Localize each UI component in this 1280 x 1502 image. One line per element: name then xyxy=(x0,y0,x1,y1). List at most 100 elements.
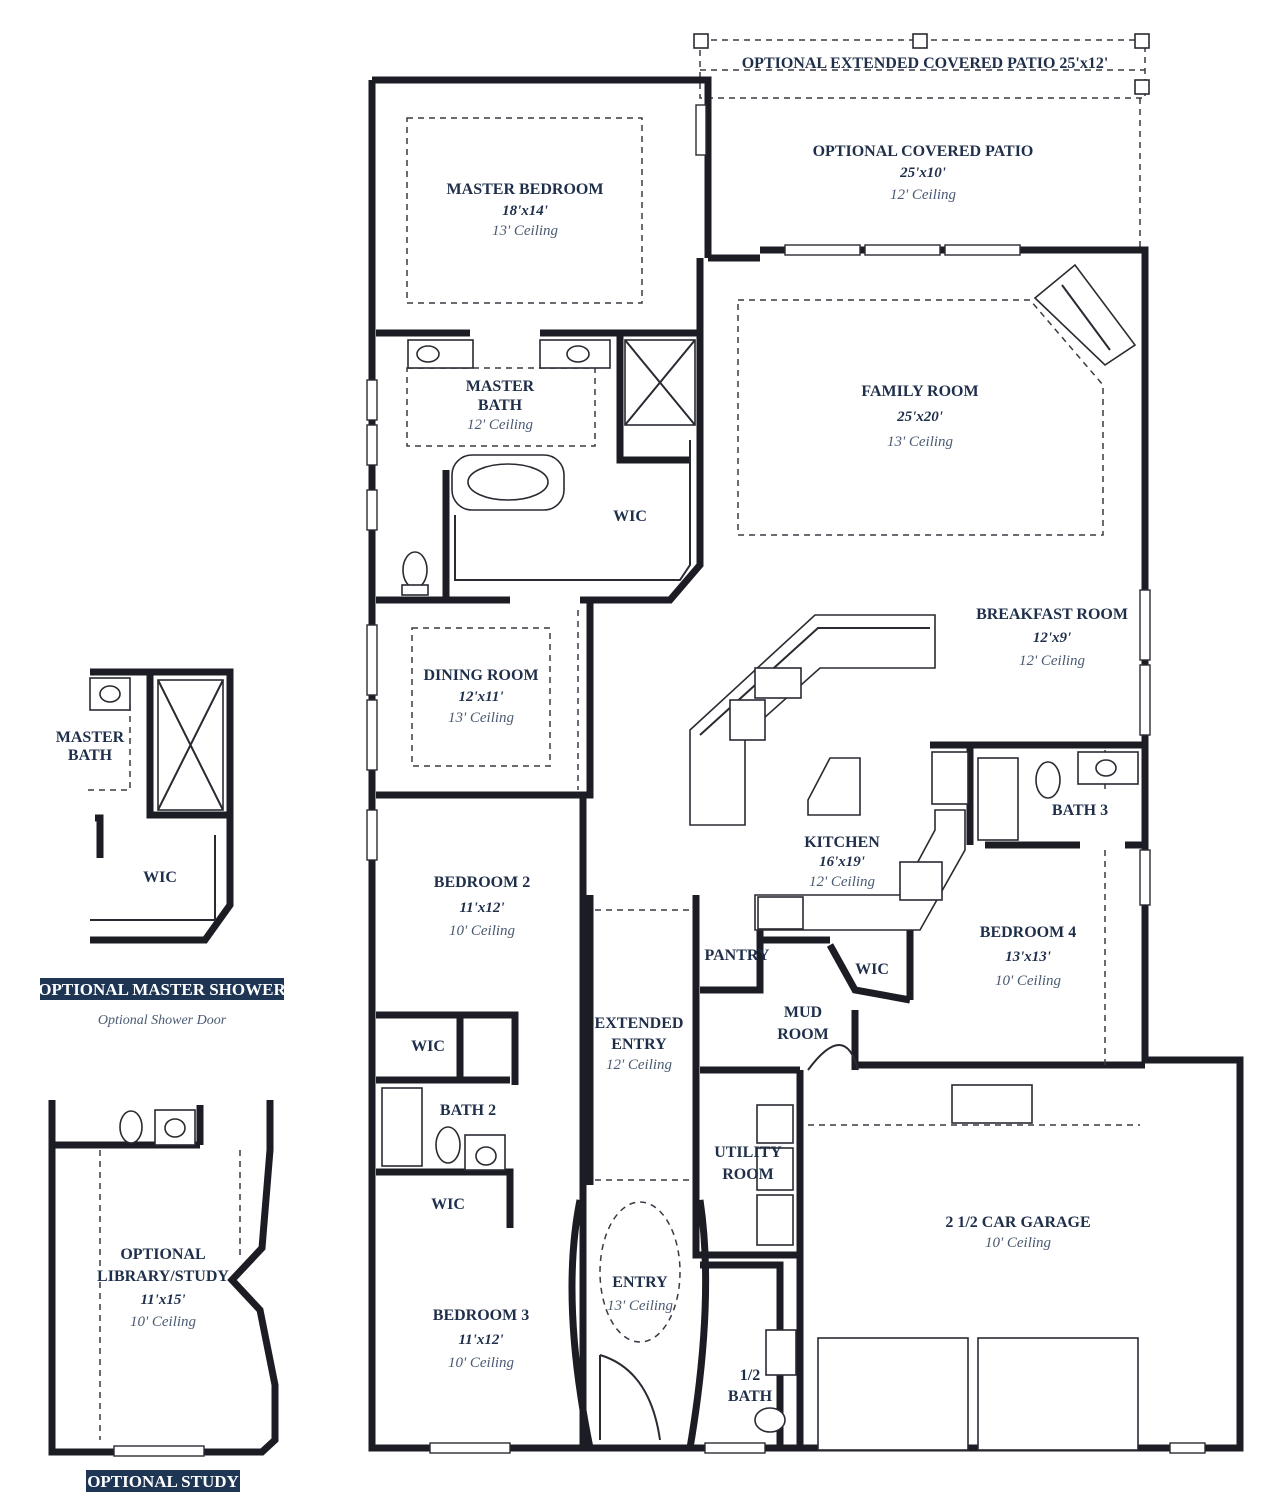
svg-text:ROOM: ROOM xyxy=(777,1026,829,1043)
svg-text:2 1/2 CAR GARAGE: 2 1/2 CAR GARAGE xyxy=(945,1214,1090,1231)
toilet-icon xyxy=(435,1126,461,1164)
svg-text:BEDROOM 3: BEDROOM 3 xyxy=(433,1307,529,1324)
room-pantry: PANTRY xyxy=(705,947,770,964)
shower-master-bath-label: BATH xyxy=(68,747,113,764)
svg-text:13'x13': 13'x13' xyxy=(1005,949,1051,965)
room-bath2: BATH 2 xyxy=(440,1102,496,1119)
bath3-fixtures xyxy=(977,751,1139,841)
shower-master-bath-label: MASTER xyxy=(56,729,125,746)
svg-text:1/2: 1/2 xyxy=(740,1367,760,1384)
room-wic-bedroom3: WIC xyxy=(431,1196,465,1213)
svg-text:BATH: BATH xyxy=(728,1388,773,1405)
svg-text:10' Ceiling: 10' Ceiling xyxy=(449,923,516,939)
sink-icon xyxy=(1077,751,1139,785)
study-dims: 11'x15' xyxy=(140,1292,185,1308)
room-master-bath: MASTER BATH 12' Ceiling xyxy=(466,378,535,433)
svg-text:13' Ceiling: 13' Ceiling xyxy=(492,223,559,239)
label-extended-patio: OPTIONAL EXTENDED COVERED PATIO 25'x12' xyxy=(742,55,1109,72)
post-icon xyxy=(1134,33,1150,49)
room-kitchen: KITCHEN 16'x19' 12' Ceiling xyxy=(804,834,880,890)
toilet-icon xyxy=(401,551,429,596)
svg-text:10' Ceiling: 10' Ceiling xyxy=(985,1235,1052,1251)
svg-text:12'x11': 12'x11' xyxy=(458,689,503,705)
exterior-walls xyxy=(368,76,1244,1452)
room-family-room: FAMILY ROOM 25'x20' 13' Ceiling xyxy=(861,383,978,450)
room-bedroom2: BEDROOM 2 11'x12' 10' Ceiling xyxy=(434,874,530,939)
svg-text:ENTRY: ENTRY xyxy=(611,1036,667,1053)
water-heater-icon xyxy=(951,1084,1033,1124)
study-name: OPTIONAL xyxy=(120,1246,205,1263)
room-wic-bedroom4: WIC xyxy=(855,961,889,978)
ceiling-outlines xyxy=(406,117,1140,1343)
post-icon xyxy=(693,33,709,49)
toilet-icon xyxy=(119,1110,143,1144)
svg-text:BEDROOM 2: BEDROOM 2 xyxy=(434,874,530,891)
svg-text:FAMILY ROOM: FAMILY ROOM xyxy=(861,383,978,400)
svg-text:12' Ceiling: 12' Ceiling xyxy=(809,874,876,890)
kitchen-counter xyxy=(689,614,969,931)
study-banner xyxy=(86,1470,240,1492)
garage-door xyxy=(817,1337,969,1451)
svg-text:25'x10': 25'x10' xyxy=(899,165,946,181)
shower-icon xyxy=(624,339,696,426)
svg-text:10' Ceiling: 10' Ceiling xyxy=(448,1355,515,1371)
bath2-fixtures xyxy=(381,1087,506,1171)
room-dining-room: DINING ROOM 12'x11' 13' Ceiling xyxy=(423,667,538,726)
study-name: LIBRARY/STUDY xyxy=(97,1268,229,1285)
room-extended-entry: EXTENDED ENTRY 12' Ceiling xyxy=(595,1015,684,1073)
svg-text:ROOM: ROOM xyxy=(722,1166,774,1183)
svg-text:16'x19': 16'x19' xyxy=(819,854,865,870)
shower-banner xyxy=(40,978,284,1000)
main-floor-plan: OPTIONAL EXTENDED COVERED PATIO 25'x12' … xyxy=(366,33,1244,1454)
bathtub-icon xyxy=(381,1087,423,1167)
svg-text:MASTER: MASTER xyxy=(466,378,535,395)
washer-icon xyxy=(756,1147,794,1191)
svg-text:12'x9': 12'x9' xyxy=(1033,630,1071,646)
extended-patio xyxy=(693,33,1150,99)
bathtub-icon xyxy=(451,454,565,511)
front-door xyxy=(599,1354,661,1441)
optional-study: OPTIONAL LIBRARY/STUDY 11'x15' 10' Ceili… xyxy=(48,1100,279,1492)
bathtub-icon xyxy=(977,757,1019,841)
optional-master-shower: MASTER BATH WIC OPTIONAL MASTER SHOWER O… xyxy=(38,668,286,1028)
post-icon xyxy=(912,33,928,49)
svg-text:13' Ceiling: 13' Ceiling xyxy=(448,710,515,726)
garage xyxy=(817,1084,1139,1451)
kitchen-island xyxy=(807,757,861,816)
garage-door xyxy=(977,1337,1139,1451)
room-bedroom3: BEDROOM 3 11'x12' 10' Ceiling xyxy=(433,1307,529,1371)
svg-text:11'x12': 11'x12' xyxy=(459,900,504,916)
svg-text:MUD: MUD xyxy=(784,1004,822,1021)
room-covered-patio: OPTIONAL COVERED PATIO 25'x10' 12' Ceili… xyxy=(813,143,1034,203)
svg-text:BATH: BATH xyxy=(478,397,523,414)
svg-text:12' Ceiling: 12' Ceiling xyxy=(890,187,957,203)
svg-text:DINING ROOM: DINING ROOM xyxy=(423,667,538,684)
refrigerator-icon xyxy=(757,896,804,930)
room-master-wic: WIC xyxy=(613,508,647,525)
room-entry: ENTRY 13' Ceiling xyxy=(607,1274,674,1314)
fireplace-icon xyxy=(1033,263,1137,367)
dishwasher-icon xyxy=(729,699,766,741)
cooktop-icon xyxy=(899,861,943,901)
svg-text:ENTRY: ENTRY xyxy=(612,1274,668,1291)
toilet-icon xyxy=(1035,761,1061,799)
windows xyxy=(366,104,1206,1454)
study-ceiling: 10' Ceiling xyxy=(130,1314,197,1330)
sink-icon xyxy=(756,1104,794,1144)
room-garage: 2 1/2 CAR GARAGE 10' Ceiling xyxy=(945,1214,1090,1251)
svg-text:12' Ceiling: 12' Ceiling xyxy=(1019,653,1086,669)
dryer-icon xyxy=(756,1194,794,1246)
svg-text:12' Ceiling: 12' Ceiling xyxy=(467,417,534,433)
room-wic-bedroom2: WIC xyxy=(411,1038,445,1055)
sink-icon xyxy=(154,1109,196,1146)
interior-walls xyxy=(376,258,1145,1449)
pantry-shelf xyxy=(931,751,969,805)
svg-text:UTILITY: UTILITY xyxy=(714,1144,782,1161)
room-bedroom4: BEDROOM 4 13'x13' 10' Ceiling xyxy=(980,924,1076,989)
svg-text:BREAKFAST ROOM: BREAKFAST ROOM xyxy=(976,606,1128,623)
shower-banner-text: OPTIONAL MASTER SHOWER xyxy=(38,980,286,999)
study-banner-text: OPTIONAL STUDY xyxy=(87,1472,239,1491)
room-half-bath: 1/2 BATH xyxy=(728,1367,773,1405)
closet-rod xyxy=(454,440,691,581)
